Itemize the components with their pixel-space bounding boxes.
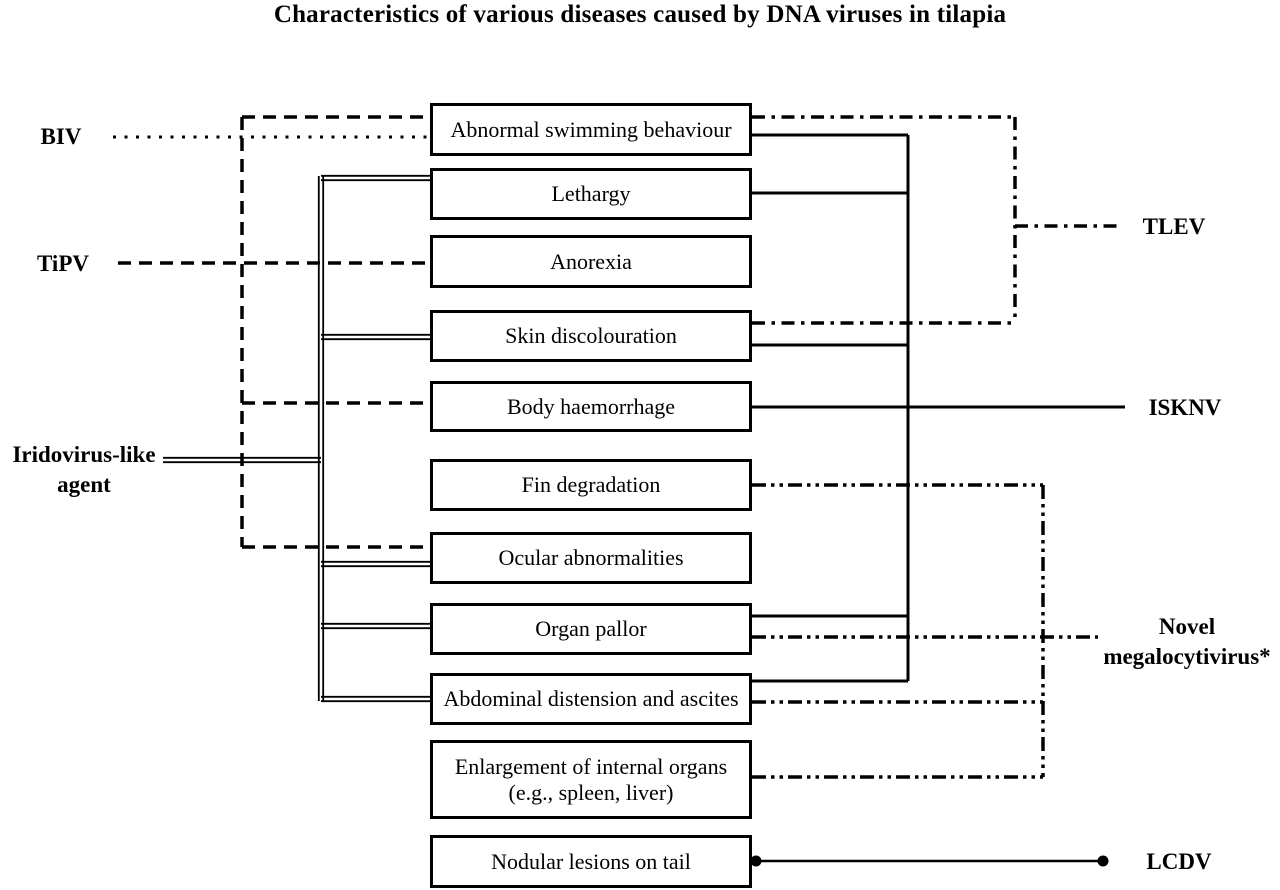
symptom-box-abdominal-distension: Abdominal distension and ascites: [430, 673, 752, 725]
symptom-box-ocular-abnormalities: Ocular abnormalities: [430, 532, 752, 584]
symptom-box-lethargy: Lethargy: [430, 168, 752, 220]
virus-label-novel-megalocytivirus: Novel megalocytivirus*: [1103, 614, 1271, 669]
virus-label-iridovirus-like-agent: Iridovirus-like agent: [12, 442, 156, 497]
symptom-label: Ocular abnormalities: [498, 545, 684, 570]
symptom-box-organ-pallor: Organ pallor: [430, 603, 752, 655]
symptom-label-line2: (e.g., spleen, liver): [508, 779, 674, 805]
virus-label-lcdv: LCDV: [1146, 849, 1212, 874]
virus-label-biv: BIV: [40, 124, 82, 149]
symptom-box-body-haemorrhage: Body haemorrhage: [430, 381, 752, 432]
symptom-label: Lethargy: [551, 181, 631, 206]
symptom-label: Enlargement of internal organs: [454, 753, 728, 779]
virus-label-tipv: TiPV: [37, 251, 89, 276]
figure-title: Characteristics of various diseases caus…: [273, 1, 1007, 28]
symptom-box-nodular-lesions: Nodular lesions on tail: [430, 835, 752, 888]
symptom-label: Anorexia: [550, 248, 632, 274]
symptom-box-skin-discolouration: Skin discolouration: [430, 310, 752, 362]
symptom-label: Nodular lesions on tail: [491, 848, 691, 874]
symptom-label: Organ pallor: [535, 616, 647, 641]
symptom-box-anorexia: Anorexia: [430, 235, 752, 288]
symptom-label: Skin discolouration: [505, 323, 677, 348]
symptom-label: Abnormal swimming behaviour: [450, 116, 732, 142]
symptom-label: Abdominal distension and ascites: [443, 686, 739, 711]
symptom-box-fin-degradation: Fin degradation: [430, 459, 752, 511]
virus-label-isknv: ISKNV: [1148, 395, 1222, 420]
symptom-box-enlargement-organs: Enlargement of internal organs (e.g., sp…: [430, 740, 752, 819]
symptom-label: Fin degradation: [521, 472, 661, 497]
symptom-box-abnormal-swimming: Abnormal swimming behaviour: [430, 103, 752, 156]
virus-label-tlev: TLEV: [1142, 214, 1206, 239]
symptom-label: Body haemorrhage: [507, 393, 675, 419]
